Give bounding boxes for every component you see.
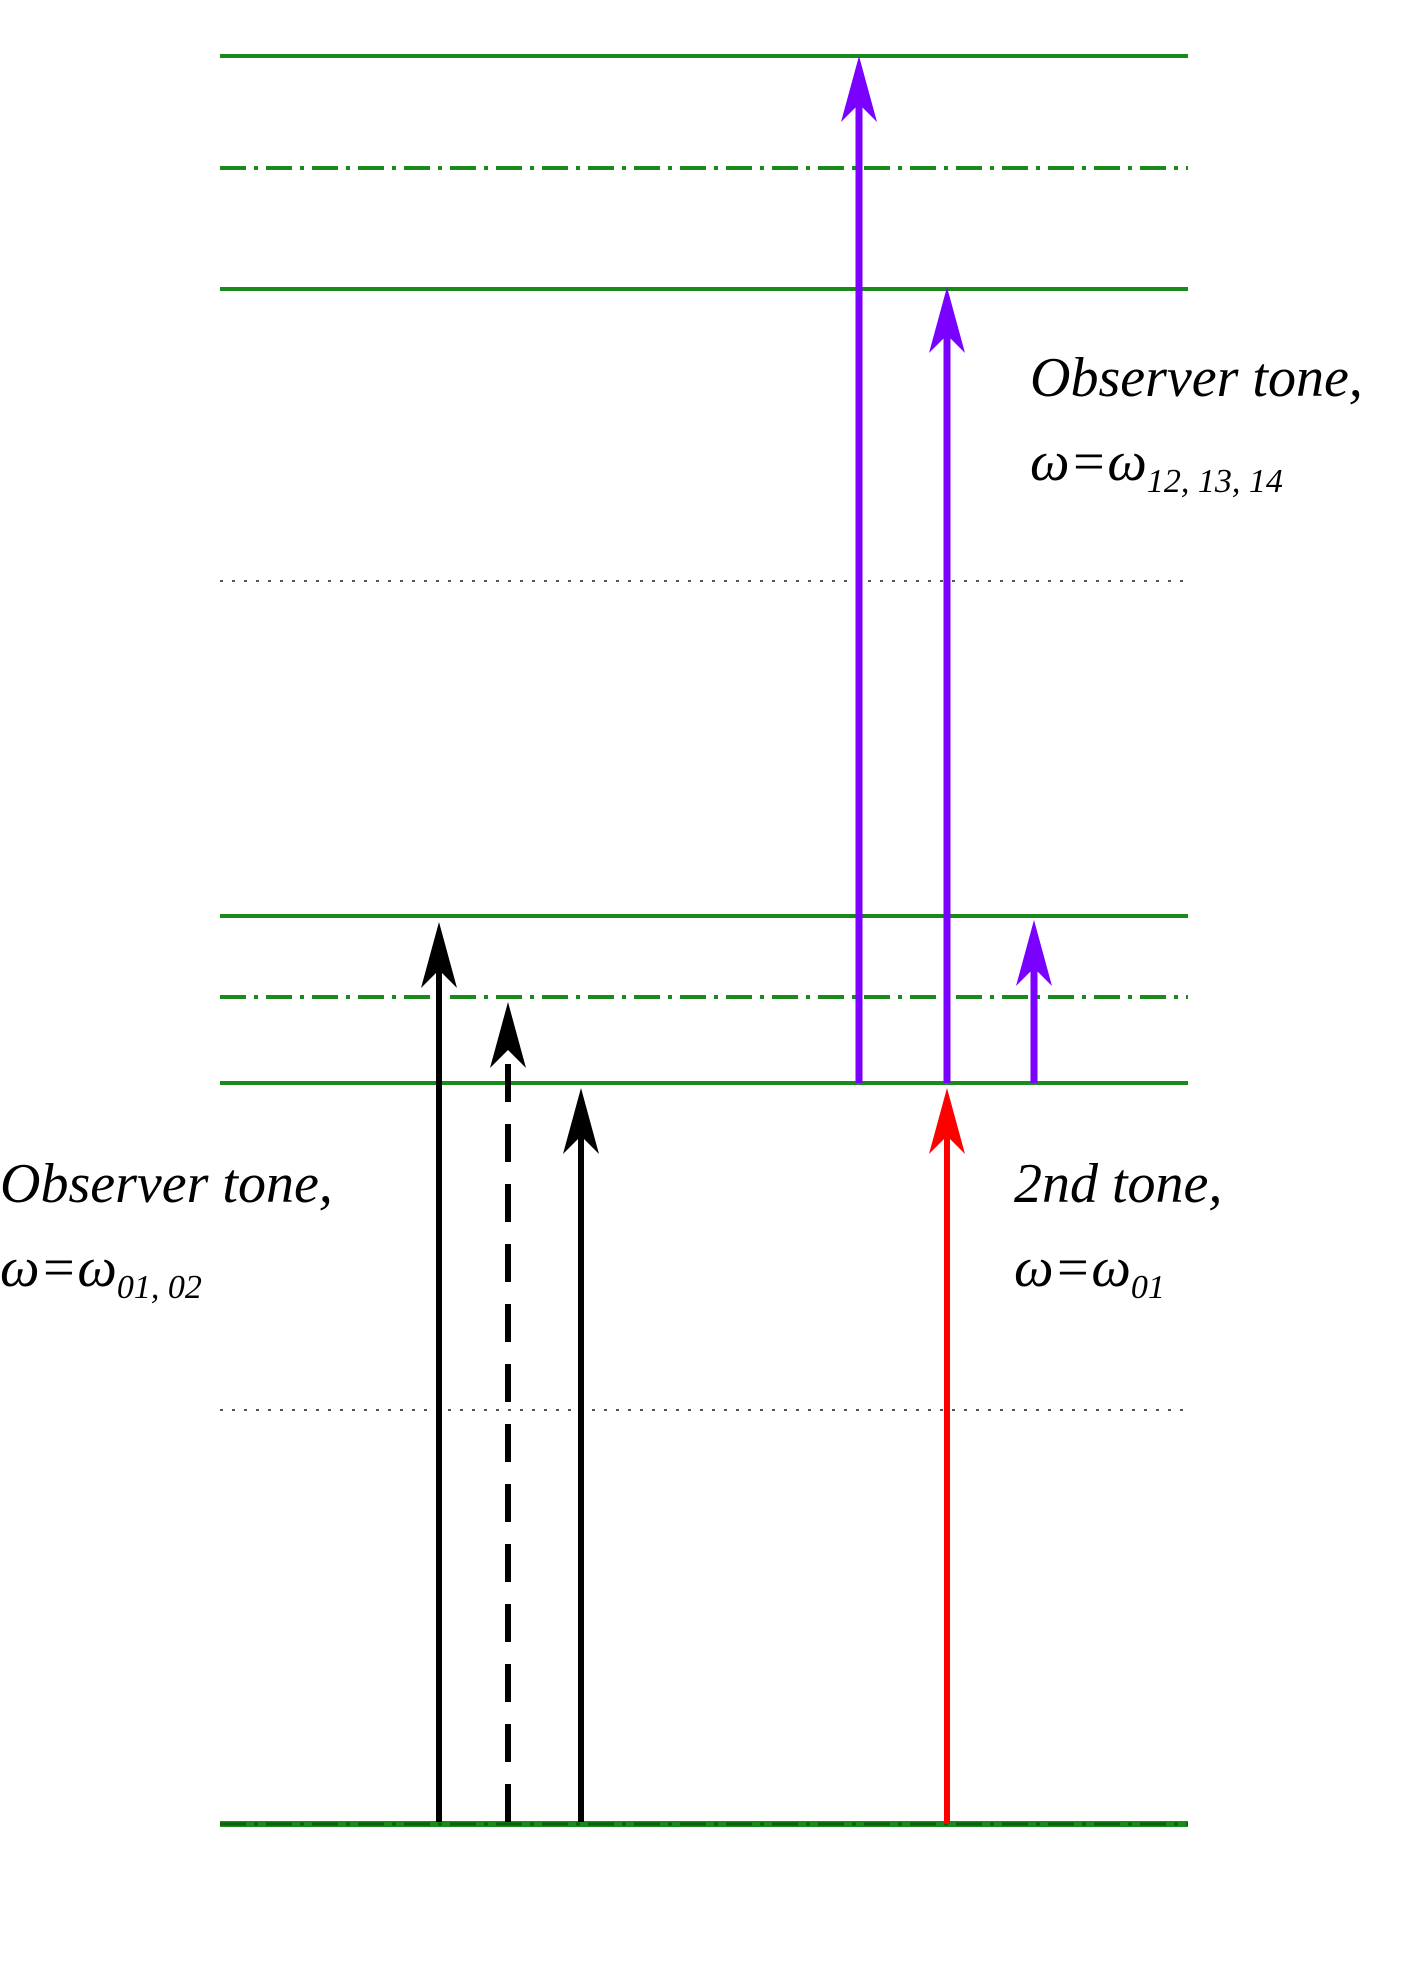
second-tone-title: 2nd tone, bbox=[1014, 1153, 1222, 1215]
lower-observer-title: Observer tone, bbox=[0, 1153, 333, 1215]
transition-arrows bbox=[421, 56, 1052, 1824]
upper-arrow-12-head bbox=[1016, 920, 1052, 986]
second-tone-arrow bbox=[929, 1088, 965, 1824]
observer-arrow-02-dashed-head bbox=[490, 1002, 526, 1068]
upper-arrow-13-head bbox=[929, 287, 965, 353]
upper-arrow-14 bbox=[841, 56, 877, 1083]
lower-omega-subscript: 01, 02 bbox=[117, 1269, 202, 1306]
observer-arrow-01-b bbox=[563, 1088, 599, 1822]
upper-arrow-13 bbox=[929, 287, 965, 1083]
observer-arrow-01-a bbox=[421, 922, 457, 1822]
upper-observer-title: Observer tone, bbox=[1030, 347, 1363, 409]
upper-arrow-14-head bbox=[841, 56, 877, 122]
upper-observer-label: Observer tone, ω=ω12, 13, 14 bbox=[1030, 347, 1363, 500]
observer-arrow-01-a-head bbox=[421, 922, 457, 988]
energy-levels bbox=[220, 54, 1188, 1827]
second-tone-frequency: ω=ω01 bbox=[1014, 1237, 1165, 1306]
upper-observer-frequency: ω=ω12, 13, 14 bbox=[1030, 431, 1283, 500]
second-tone-arrow-head bbox=[929, 1088, 965, 1154]
lower-omega: ω=ω bbox=[0, 1237, 117, 1299]
observer-arrow-01-b-head bbox=[563, 1088, 599, 1154]
observer-arrow-02-dashed bbox=[490, 1002, 526, 1822]
lower-observer-label: Observer tone, ω=ω01, 02 bbox=[0, 1153, 333, 1306]
second-tone-omega-subscript: 01 bbox=[1131, 1269, 1165, 1306]
upper-omega-subscript: 12, 13, 14 bbox=[1147, 463, 1283, 500]
upper-arrow-12 bbox=[1016, 920, 1052, 1083]
second-tone-omega: ω=ω bbox=[1014, 1237, 1131, 1299]
upper-omega: ω=ω bbox=[1030, 431, 1147, 493]
second-tone-label: 2nd tone, ω=ω01 bbox=[1014, 1153, 1222, 1306]
lower-observer-frequency: ω=ω01, 02 bbox=[0, 1237, 202, 1306]
